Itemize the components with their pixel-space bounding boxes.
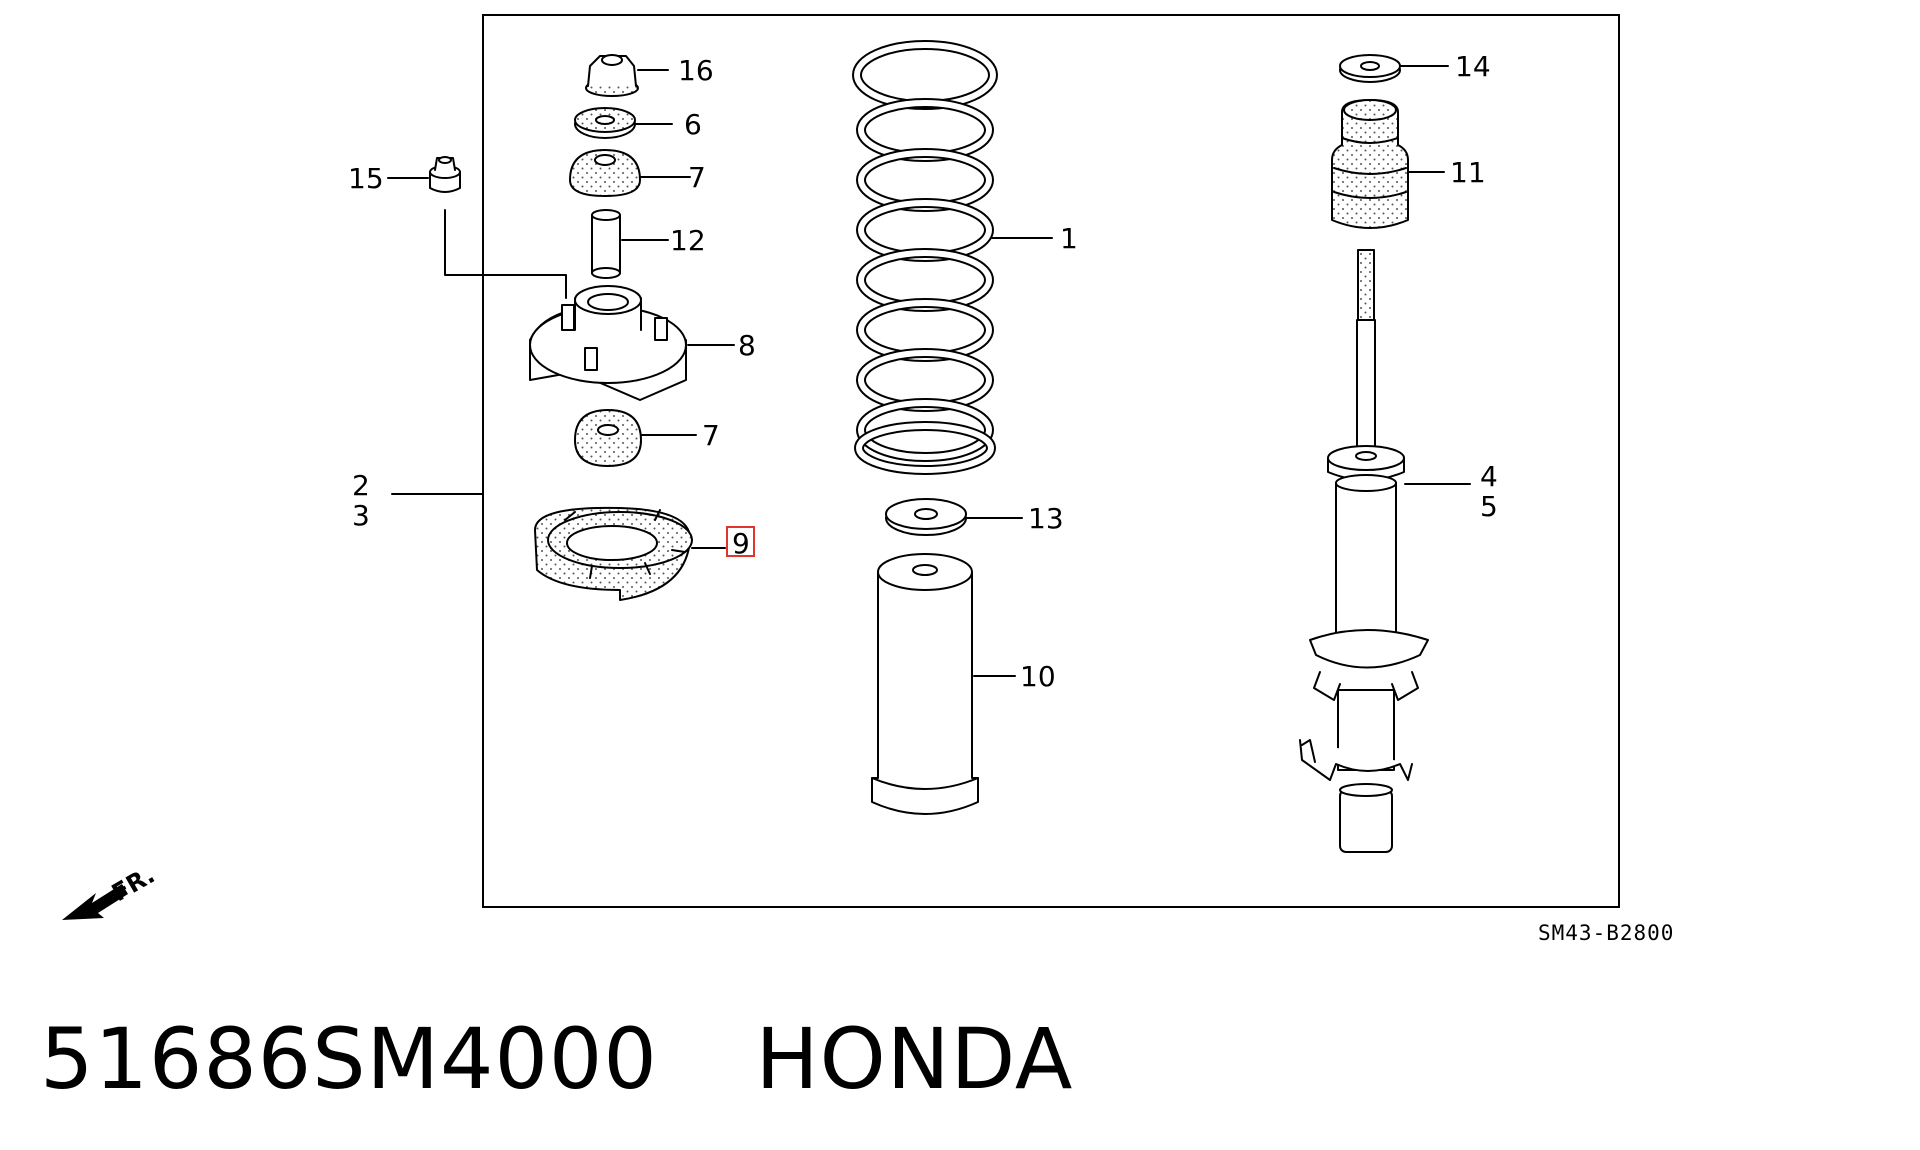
part-4-5-damper[interactable] xyxy=(1299,249,1429,853)
callout-5[interactable]: 5 xyxy=(1480,490,1498,523)
callout-3[interactable]: 3 xyxy=(352,499,370,532)
callout-12[interactable]: 12 xyxy=(670,224,706,257)
part-14-washer[interactable] xyxy=(1339,54,1401,83)
callout-16[interactable]: 16 xyxy=(678,54,714,87)
callout-7-lower[interactable]: 7 xyxy=(702,419,720,452)
callout-14[interactable]: 14 xyxy=(1455,50,1491,83)
part-number: 51686SM4000 xyxy=(40,1010,658,1108)
part-10-dust-cover[interactable] xyxy=(871,553,979,815)
callout-10[interactable]: 10 xyxy=(1020,660,1056,693)
callout-4[interactable]: 4 xyxy=(1480,460,1498,493)
callout-2[interactable]: 2 xyxy=(352,469,370,502)
part-15-nut[interactable] xyxy=(429,156,461,193)
part-9-spring-seat-rubber[interactable] xyxy=(534,506,693,601)
callout-9-highlight-box xyxy=(726,526,755,557)
part-11-bump-stop[interactable] xyxy=(1331,99,1409,229)
part-8-base[interactable] xyxy=(529,285,687,401)
callout-7-upper[interactable]: 7 xyxy=(688,161,706,194)
callout-9[interactable]: 9 xyxy=(732,527,750,560)
part-7-upper-mount-rubber[interactable] xyxy=(569,149,641,197)
part-16-flange-nut[interactable] xyxy=(585,54,639,97)
diagram-code: SM43-B2800 xyxy=(1538,921,1674,945)
diagram-frame xyxy=(482,14,1620,908)
callout-1[interactable]: 1 xyxy=(1060,222,1078,255)
part-12-collar[interactable] xyxy=(591,209,621,279)
callout-8[interactable]: 8 xyxy=(738,329,756,362)
part-caption: 51686SM4000 HONDA xyxy=(40,1010,1073,1108)
front-direction-arrow-icon xyxy=(62,884,128,920)
callout-13[interactable]: 13 xyxy=(1028,502,1064,535)
brand-name: HONDA xyxy=(755,1010,1074,1108)
part-1-coil-spring[interactable] xyxy=(852,40,998,475)
part-6-washer[interactable] xyxy=(574,107,636,139)
callout-11[interactable]: 11 xyxy=(1450,156,1486,189)
callout-6[interactable]: 6 xyxy=(684,108,702,141)
part-7-lower-mount-rubber[interactable] xyxy=(574,409,642,467)
callout-15[interactable]: 15 xyxy=(348,162,384,195)
part-13-washer[interactable] xyxy=(885,498,967,536)
